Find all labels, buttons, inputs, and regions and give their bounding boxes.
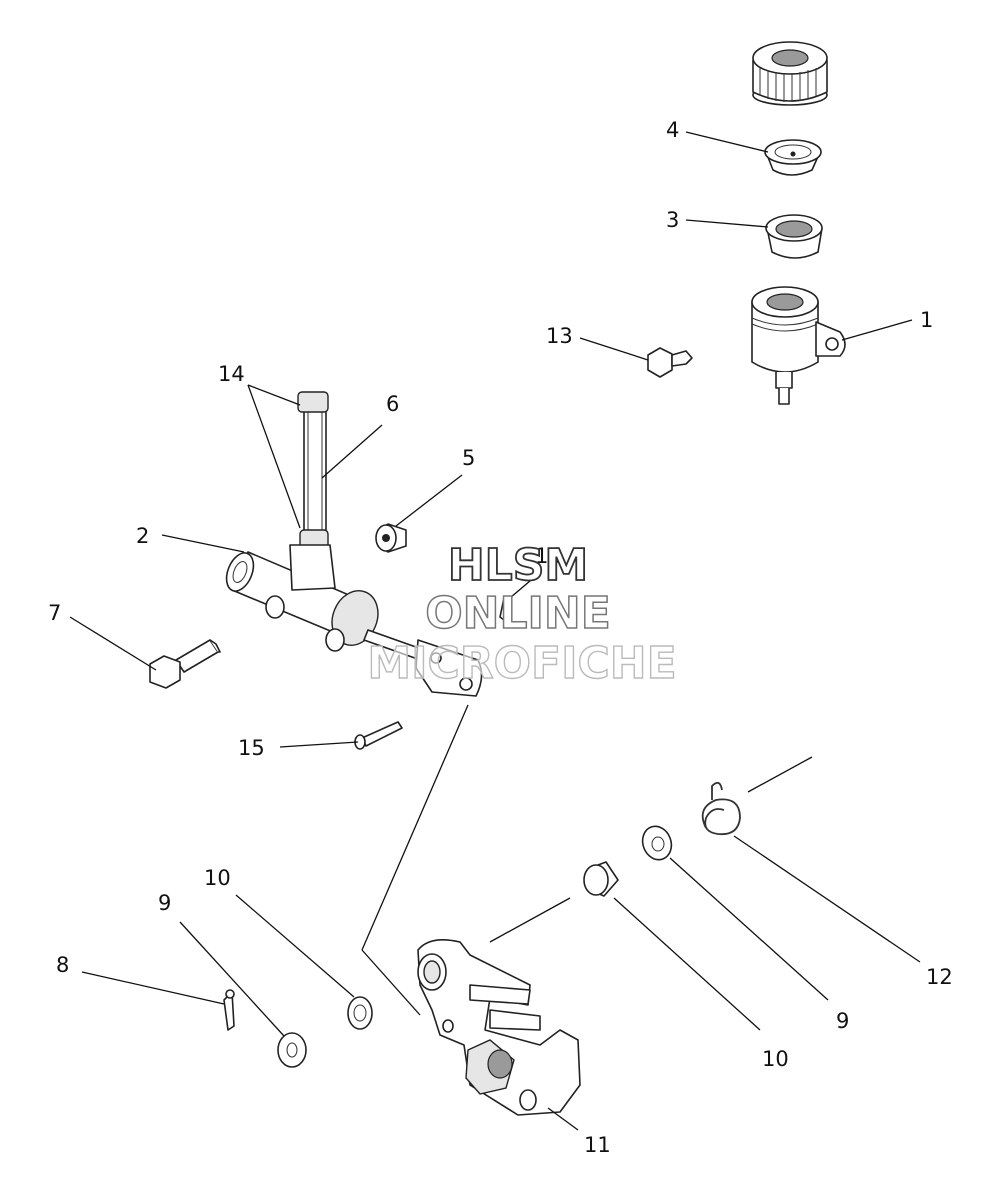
- leader-lines: [69, 131, 921, 1131]
- callout-10-right: 10: [762, 1047, 789, 1071]
- callout-12: 12: [926, 965, 953, 989]
- callout-10-left: 10: [204, 866, 231, 890]
- bolt-part-7[interactable]: [149, 639, 221, 689]
- spring-part-12[interactable]: [701, 781, 741, 836]
- diaphragm-plate-part-4[interactable]: [764, 139, 822, 176]
- pedal-arm-part-11[interactable]: [417, 939, 581, 1116]
- screw-part-13[interactable]: [647, 347, 693, 378]
- watermark-line-1: HLSM: [448, 540, 588, 591]
- callout-labels: 1 2 3 4 5 6 7 8 9 9 10 10 11 12 13 14 15…: [48, 118, 953, 1157]
- callout-16: 16: [535, 544, 562, 568]
- callout-9-left: 9: [158, 891, 171, 915]
- bushing-part-10-right[interactable]: [583, 861, 619, 897]
- callout-15: 15: [238, 736, 265, 760]
- watermark-line-3: MICROFICHE: [367, 638, 676, 689]
- grommet-part-5[interactable]: [375, 523, 407, 553]
- callout-7: 7: [48, 601, 61, 625]
- watermark: HLSM ONLINE MICROFICHE: [367, 539, 678, 690]
- callout-11: 11: [584, 1133, 611, 1157]
- callout-9-right: 9: [836, 1009, 849, 1033]
- reservoir-part-1[interactable]: [751, 286, 846, 405]
- watermark-line-2: ONLINE: [425, 588, 611, 639]
- hose-part-6[interactable]: [297, 391, 329, 549]
- callout-4: 4: [666, 118, 679, 142]
- cotter-pin-part-8[interactable]: [223, 989, 235, 1031]
- washer-part-9-left[interactable]: [277, 1032, 307, 1068]
- diaphragm-part-3[interactable]: [765, 214, 823, 259]
- clevis-pin-part-15[interactable]: [354, 721, 403, 750]
- callout-8: 8: [56, 953, 69, 977]
- washer-part-9-right[interactable]: [638, 822, 676, 864]
- master-cylinder-part-2[interactable]: [221, 544, 483, 697]
- callout-3: 3: [666, 208, 679, 232]
- callout-6: 6: [386, 392, 399, 416]
- callout-5: 5: [462, 446, 475, 470]
- callout-14: 14: [218, 362, 245, 386]
- callout-1: 1: [920, 308, 933, 332]
- bushing-part-10-left[interactable]: [347, 996, 373, 1030]
- reservoir-cap[interactable]: [752, 41, 828, 106]
- callout-13: 13: [546, 324, 573, 348]
- callout-2: 2: [136, 524, 149, 548]
